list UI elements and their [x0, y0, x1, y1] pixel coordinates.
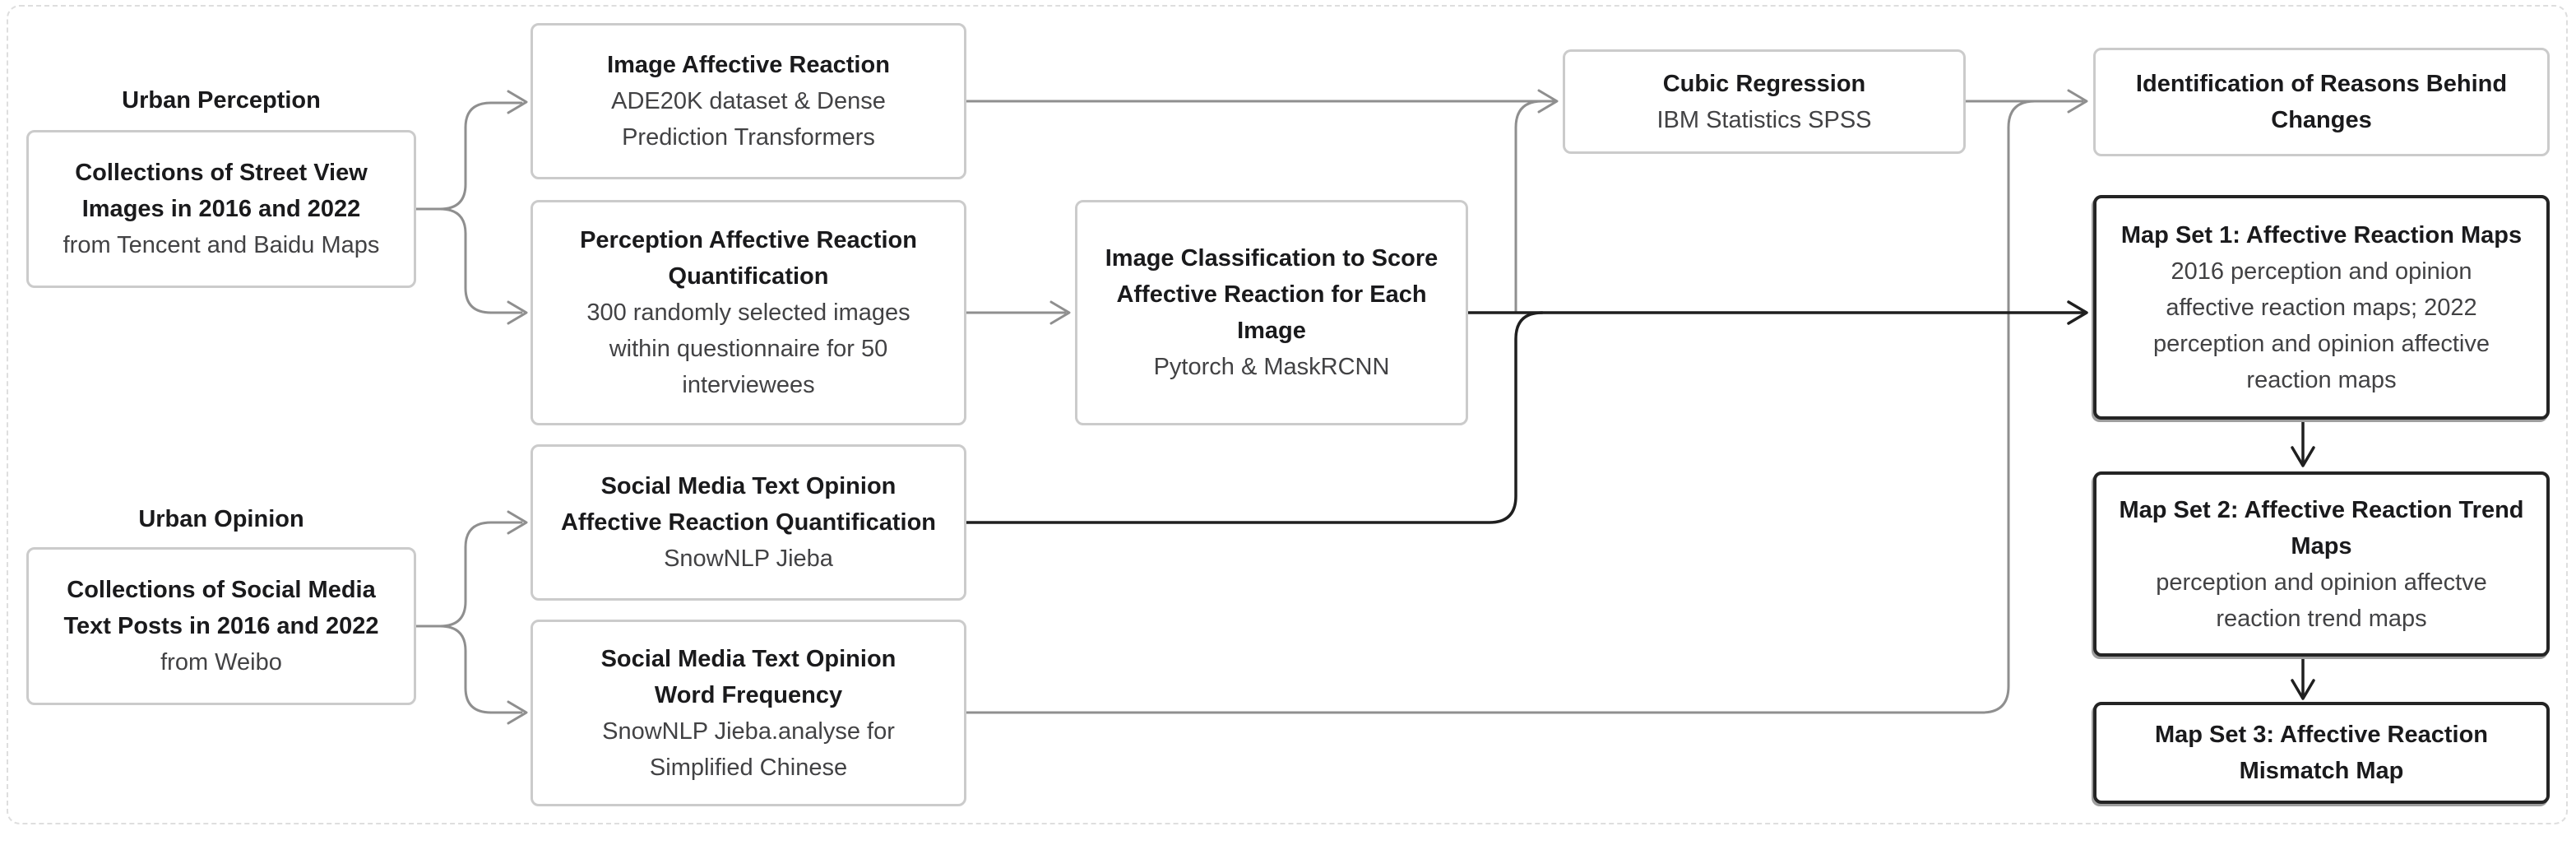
- connector-junction-up-to-cubic: [1514, 100, 1544, 314]
- connector-socialaffective-to-junction: [965, 311, 1544, 524]
- node-body: Pytorch & MaskRCNN: [1153, 354, 1390, 380]
- arrowhead-into-wordfrequency: [507, 700, 528, 725]
- node-title: Social Media Text Opinion Affective Reac…: [560, 473, 936, 536]
- node-body: SnowNLP Jieba.analyse for Simplified Chi…: [602, 717, 895, 781]
- node-social-posts-collections: Collections of Social Media Text Posts i…: [26, 547, 416, 705]
- connector-streetview-to-imageaffective: [415, 101, 523, 211]
- arrowhead-into-mapset1: [2067, 300, 2088, 325]
- label-urban-perception: Urban Perception: [26, 81, 416, 120]
- arrowhead-into-identification: [2067, 89, 2088, 114]
- node-title: Social Media Text Opinion Word Frequency: [600, 645, 897, 708]
- arrowhead-into-perceptionquant: [507, 300, 528, 325]
- node-cubic-regression: Cubic Regression IBM Statistics SPSS: [1563, 49, 1966, 154]
- arrowhead-into-imageaffective: [507, 90, 528, 114]
- label-urban-opinion-text: Urban Opinion: [138, 505, 304, 532]
- connector-socialposts-to-wordfrequency: [438, 625, 523, 714]
- label-urban-perception-text: Urban Perception: [122, 86, 321, 114]
- node-street-view-collections: Collections of Street View Images in 201…: [26, 130, 416, 288]
- node-body: from Tencent and Baidu Maps: [63, 232, 380, 258]
- node-title: Map Set 2: Affective Reaction Trend Maps: [2119, 496, 2524, 560]
- node-body: perception and opinion affectve reaction…: [2156, 569, 2487, 632]
- node-body: SnowNLP Jieba: [664, 546, 833, 572]
- arrowhead-into-mapset2: [2291, 446, 2315, 467]
- node-body: 2016 perception and opinion affective re…: [2153, 258, 2490, 393]
- arrowhead-into-cubic: [1537, 89, 1559, 114]
- node-map-set-2: Map Set 2: Affective Reaction Trend Maps…: [2093, 471, 2550, 657]
- connector-streetview-to-perceptionquant: [438, 207, 523, 314]
- node-image-affective-reaction: Image Affective Reaction ADE20K dataset …: [530, 23, 966, 179]
- node-body: ADE20K dataset & Dense Prediction Transf…: [611, 88, 886, 151]
- arrowhead-into-imageclassification: [1049, 300, 1071, 325]
- figure-outer-border: [7, 5, 2568, 824]
- node-title: Identification of Reasons Behind Changes: [2135, 71, 2508, 133]
- connector-wordfrequency-to-identification: [965, 100, 2074, 714]
- node-title: Image Classification to Score Affective …: [1105, 245, 1439, 344]
- node-body: 300 randomly selected images within ques…: [586, 299, 910, 398]
- node-title: Collections of Social Media Text Posts i…: [63, 577, 379, 639]
- node-image-classification: Image Classification to Score Affective …: [1075, 200, 1468, 425]
- connector-socialposts-to-socialaffective: [415, 521, 523, 628]
- label-urban-opinion: Urban Opinion: [26, 499, 416, 539]
- node-map-set-3: Map Set 3: Affective Reaction Mismatch M…: [2093, 702, 2550, 804]
- node-title: Cubic Regression: [1662, 70, 1866, 97]
- node-body: IBM Statistics SPSS: [1656, 106, 1872, 133]
- node-body: from Weibo: [160, 649, 282, 676]
- node-social-media-word-frequency: Social Media Text Opinion Word Frequency…: [530, 620, 966, 806]
- node-identification-reasons: Identification of Reasons Behind Changes: [2093, 48, 2550, 156]
- node-title: Collections of Street View Images in 201…: [75, 160, 368, 222]
- node-social-media-affective-quantification: Social Media Text Opinion Affective Reac…: [530, 444, 966, 601]
- node-title: Map Set 1: Affective Reaction Maps: [2120, 221, 2523, 248]
- node-title: Perception Affective Reaction Quantifica…: [580, 227, 917, 290]
- node-title: Map Set 3: Affective Reaction Mismatch M…: [2154, 722, 2489, 784]
- node-map-set-1: Map Set 1: Affective Reaction Maps 2016 …: [2093, 195, 2550, 420]
- node-title: Image Affective Reaction: [607, 52, 890, 78]
- node-perception-quantification: Perception Affective Reaction Quantifica…: [530, 200, 966, 425]
- arrowhead-into-mapset3: [2291, 679, 2315, 700]
- arrowhead-into-socialaffective: [507, 510, 528, 535]
